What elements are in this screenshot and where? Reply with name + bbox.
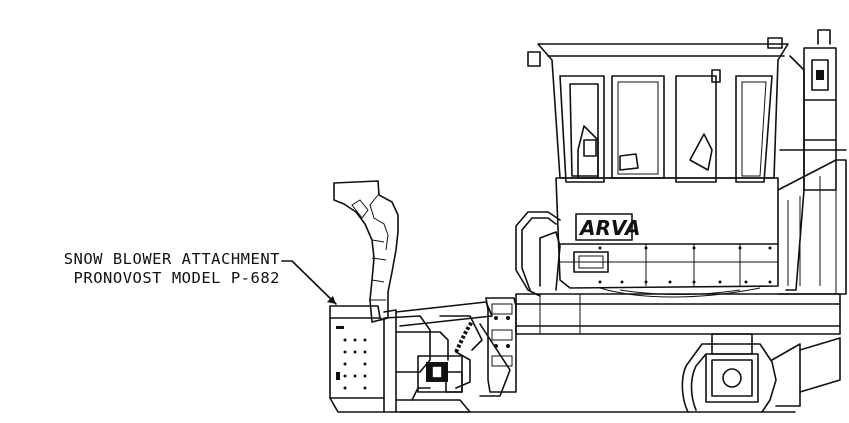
logo-text: ARVA (578, 216, 640, 240)
attachment-callout: SNOW BLOWER ATTACHMENT PRONOVOST MODEL P… (18, 250, 280, 288)
leader-line (281, 260, 337, 305)
snow-blower (329, 180, 517, 413)
front-wheel (681, 333, 841, 413)
vehicle-body: ARVA (515, 29, 847, 335)
callout-line-1: SNOW BLOWER ATTACHMENT (63, 250, 280, 268)
callout-line-2: PRONOVOST MODEL P-682 (73, 269, 280, 287)
arva-logo: ARVA (575, 213, 640, 241)
